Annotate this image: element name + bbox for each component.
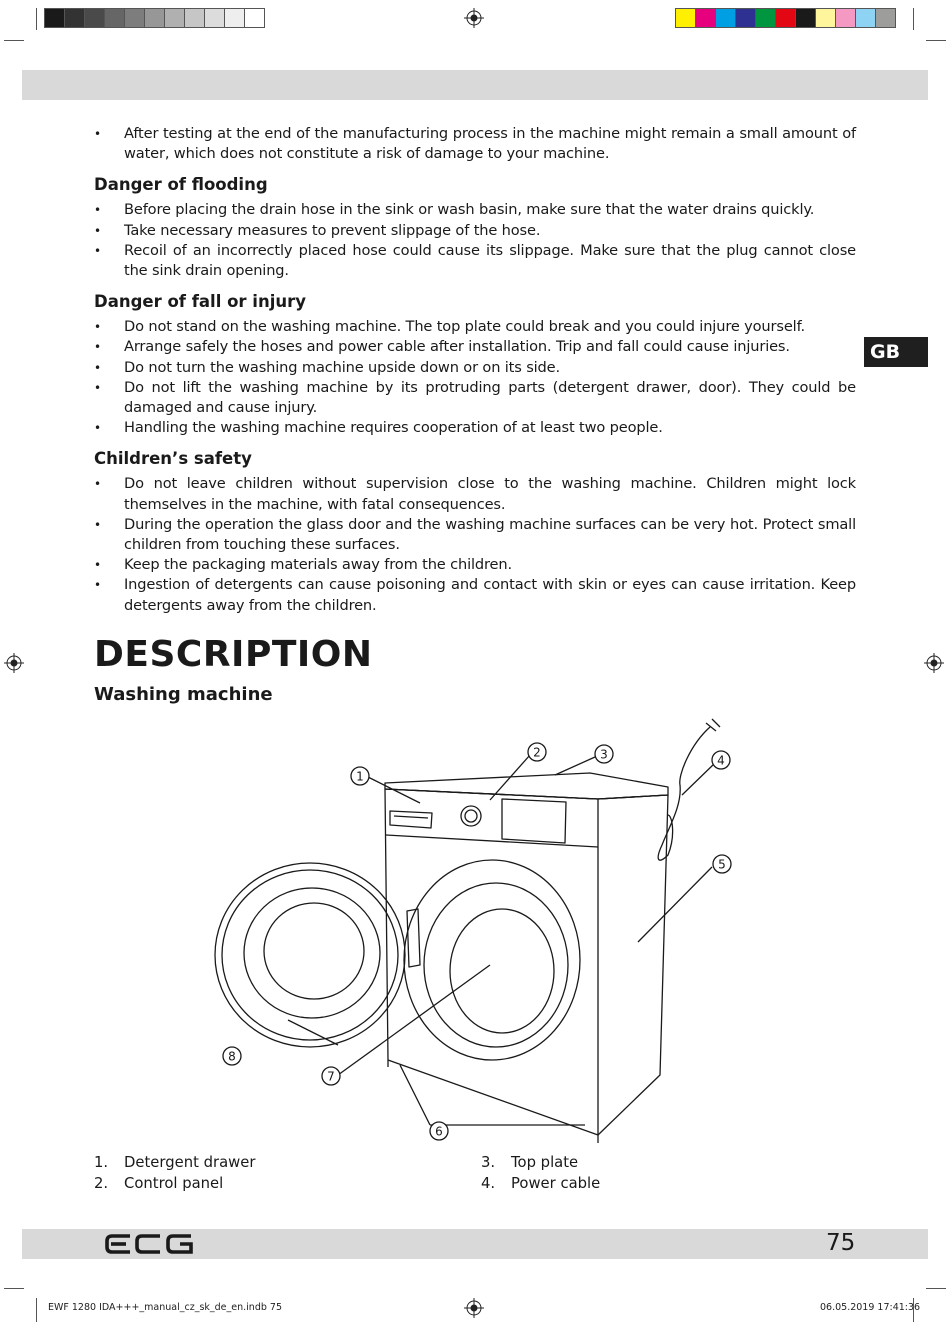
color-swatch (875, 8, 896, 28)
control-panel-strip (385, 834, 599, 848)
color-swatch (84, 8, 105, 28)
list-item: During the operation the glass door and … (94, 515, 856, 555)
callout-4: 4 (717, 754, 725, 768)
page-number: 75 (826, 1230, 856, 1256)
registration-mark-icon (4, 653, 24, 673)
callout-6: 6 (435, 1125, 443, 1139)
color-swatch (855, 8, 876, 28)
description-title: DESCRIPTION (94, 634, 373, 675)
callout-2: 2 (533, 746, 541, 760)
open-door (214, 862, 406, 1048)
door-hinge (406, 908, 421, 968)
color-swatch (735, 8, 756, 28)
crop-mark (4, 1288, 24, 1289)
callout-7: 7 (327, 1070, 335, 1084)
display-panel (501, 798, 567, 844)
header-band (22, 70, 928, 100)
color-swatch (204, 8, 225, 28)
list-item: 3. Top plate (481, 1154, 579, 1171)
color-swatch (775, 8, 796, 28)
grayscale-color-bar (44, 8, 265, 30)
list-item: Handling the washing machine requires co… (94, 418, 856, 438)
color-swatch (44, 8, 65, 28)
crop-mark (913, 8, 914, 30)
color-swatch (675, 8, 696, 28)
crop-mark (36, 1298, 37, 1322)
list-item: Before placing the drain hose in the sin… (94, 200, 856, 220)
callout-1: 1 (356, 770, 364, 784)
parts-list-left: 1. Detergent drawer 2. Control panel (94, 1153, 255, 1194)
color-swatch (835, 8, 856, 28)
color-swatch (815, 8, 836, 28)
list-item: Arrange safely the hoses and power cable… (94, 337, 856, 357)
color-swatch (164, 8, 185, 28)
callout-markers: 1 2 3 4 5 6 7 8 (222, 742, 732, 1141)
crop-mark (36, 8, 37, 30)
machine-feet (387, 1060, 599, 1143)
section-heading-fall-injury: Danger of fall or injury (94, 292, 307, 312)
color-swatch (184, 8, 205, 28)
safety-content: After testing at the end of the manufact… (94, 124, 856, 616)
list-item: 2. Control panel (94, 1174, 224, 1192)
section-heading-flooding: Danger of flooding (94, 175, 268, 195)
children-safety-list: Do not leave children without supervisio… (94, 474, 856, 615)
crop-mark (926, 1288, 946, 1289)
list-item: Do not stand on the washing machine. The… (94, 317, 856, 337)
registration-mark-icon (464, 1298, 484, 1318)
color-swatch (244, 8, 265, 28)
color-swatch (64, 8, 85, 28)
list-item: Take necessary measures to prevent slipp… (94, 221, 856, 241)
list-item: Ingestion of detergents can cause poison… (94, 575, 856, 615)
callout-3: 3 (600, 748, 608, 762)
language-tab: GB (864, 337, 928, 367)
color-swatch (124, 8, 145, 28)
crop-mark (4, 40, 24, 41)
color-swatch (695, 8, 716, 28)
color-swatch (795, 8, 816, 28)
registration-mark-icon (464, 8, 484, 28)
list-item: 4. Power cable (481, 1174, 601, 1192)
fall-injury-list: Do not stand on the washing machine. The… (94, 317, 856, 438)
washing-machine-diagram: 1 2 3 4 5 6 7 8 (214, 718, 732, 1143)
process-color-bar (675, 8, 896, 30)
program-knob (460, 805, 482, 827)
list-item: Do not leave children without supervisio… (94, 474, 856, 514)
color-swatch (755, 8, 776, 28)
color-swatch (144, 8, 165, 28)
logo-text: ECG (104, 1233, 106, 1234)
description-subtitle: Washing machine (94, 684, 273, 705)
flooding-list: Before placing the drain hose in the sin… (94, 200, 856, 281)
list-item: After testing at the end of the manufact… (94, 124, 856, 164)
file-name: EWF 1280 IDA+++_manual_cz_sk_de_en.indb … (48, 1302, 282, 1313)
print-timestamp: 06.05.2019 17:41:36 (820, 1302, 921, 1313)
list-item: Recoil of an incorrectly placed hose cou… (94, 241, 856, 281)
parts-list-right: 3. Top plate 4. Power cable (481, 1153, 600, 1194)
detergent-drawer (389, 810, 433, 829)
machine-side (597, 794, 669, 1136)
crop-mark (926, 40, 946, 41)
list-item: Keep the packaging materials away from t… (94, 555, 856, 575)
color-swatch (715, 8, 736, 28)
ecg-logo: ECG (104, 1233, 193, 1254)
list-item: Do not turn the washing machine upside d… (94, 358, 856, 378)
callout-5: 5 (718, 858, 726, 872)
list-item: 1. Detergent drawer (94, 1154, 256, 1171)
list-item: Do not lift the washing machine by its p… (94, 378, 856, 418)
footer-band (22, 1229, 928, 1259)
crop-mark (913, 1298, 914, 1322)
color-swatch (224, 8, 245, 28)
power-cable (657, 726, 711, 861)
color-swatch (104, 8, 125, 28)
registration-mark-icon (924, 653, 944, 673)
door-opening (403, 859, 581, 1061)
intro-list: After testing at the end of the manufact… (94, 124, 856, 164)
section-heading-children-safety: Children’s safety (94, 449, 252, 469)
callout-8: 8 (228, 1050, 236, 1064)
